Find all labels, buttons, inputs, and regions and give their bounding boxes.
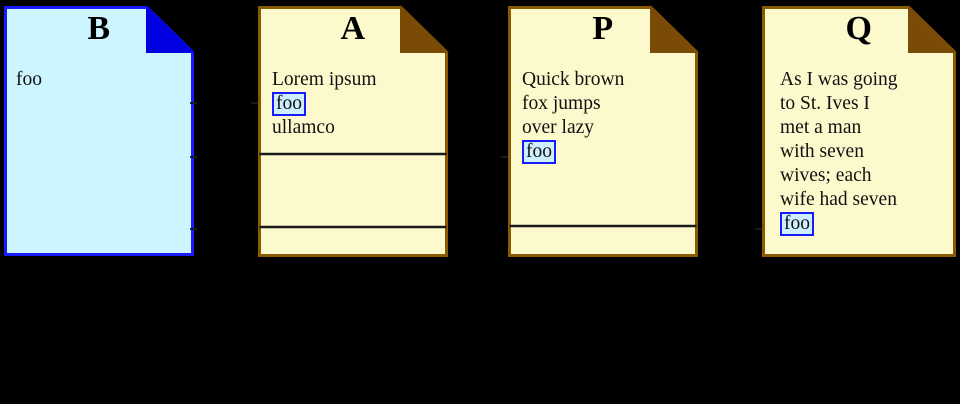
document-b-fold-corner: [146, 5, 195, 53]
document-node-b[interactable]: B foo: [4, 5, 197, 256]
document-a-line-0: Lorem ipsum: [272, 69, 377, 90]
document-b-body-text: foo: [16, 68, 42, 92]
document-node-a[interactable]: A Lorem ipsum foo ullamco: [251, 5, 449, 257]
document-p-body: [508, 6, 698, 257]
document-q-body-text: As I was going to St. Ives I met a man w…: [780, 68, 898, 236]
edge-stub-a-1: [251, 102, 258, 104]
document-p-shape: [508, 5, 699, 257]
document-q-line-1: to St. Ives I: [780, 93, 870, 114]
document-p-body-text: Quick brown fox jumps over lazy foo: [522, 68, 624, 164]
edge-stub-b-3: [190, 228, 197, 230]
edge-stub-b-2: [190, 156, 197, 158]
edge-stub-q-1: [755, 228, 762, 230]
document-b-line-0: foo: [16, 69, 42, 90]
document-p-line-2: over lazy: [522, 117, 595, 138]
document-a-line-1-wrap: foo: [272, 92, 377, 116]
document-node-p[interactable]: P Quick brown fox jumps over lazy foo: [501, 5, 699, 257]
document-q-line-4: wives; each: [780, 165, 872, 186]
edge-stub-b-1: [190, 102, 197, 104]
document-q-highlight-foo[interactable]: foo: [780, 212, 814, 236]
document-p-fold-corner: [650, 5, 699, 53]
document-p-title: P: [592, 10, 614, 47]
document-q-line-3: with seven: [780, 141, 864, 162]
document-q-shape: [762, 5, 957, 257]
document-a-shape: [258, 5, 449, 257]
document-p-highlight-foo[interactable]: foo: [522, 140, 556, 164]
document-q-line-5: wife had seven: [780, 189, 897, 210]
document-node-q[interactable]: Q As I was going to St. Ives I met a man…: [755, 5, 957, 257]
document-q-fold-corner: [908, 5, 957, 53]
document-b-shape: [4, 5, 195, 256]
document-q-line-0: As I was going: [780, 69, 898, 90]
document-b-title: B: [87, 10, 111, 47]
document-q-line-2: met a man: [780, 117, 862, 138]
document-a-fold-corner: [400, 5, 449, 53]
document-q-title: Q: [845, 10, 873, 47]
document-p-line-3-wrap: foo: [522, 140, 624, 164]
document-a-body-text: Lorem ipsum foo ullamco: [272, 68, 377, 140]
document-a-line-2: ullamco: [272, 117, 335, 138]
document-q-line-6-wrap: foo: [780, 212, 898, 236]
document-a-title: A: [340, 10, 366, 47]
document-b-body: [4, 6, 194, 256]
document-p-line-1: fox jumps: [522, 93, 601, 114]
edge-stub-p-1: [501, 156, 508, 158]
document-q-body: [762, 6, 956, 257]
document-p-line-0: Quick brown: [522, 69, 625, 90]
document-a-highlight-foo[interactable]: foo: [272, 92, 306, 116]
